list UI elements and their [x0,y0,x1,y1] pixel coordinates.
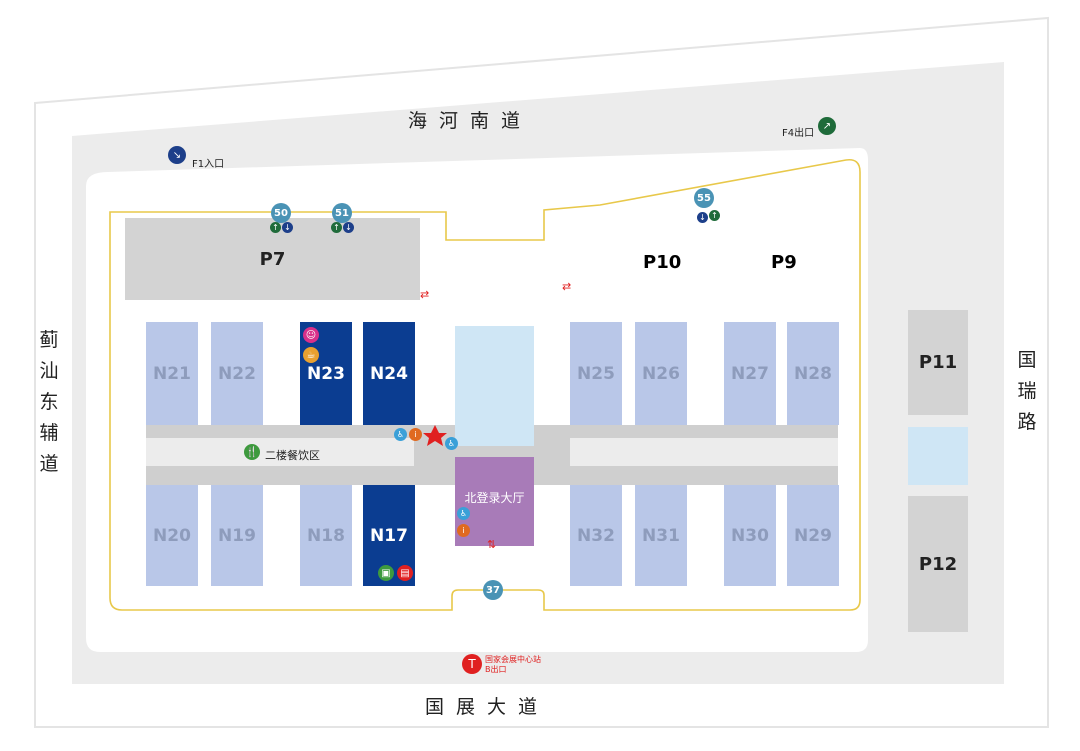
hall-n19[interactable]: N19 [211,485,263,586]
hall-n25[interactable]: N25 [570,322,622,425]
parking-p10[interactable]: P10 [643,252,682,273]
you-are-here-star [423,425,447,446]
hall-n21[interactable]: N21 [146,322,198,425]
info-icon: i [409,428,422,441]
bus-stop-55[interactable]: 55 [694,188,714,208]
restaurant-icon: 🍴 [244,444,260,460]
service-desk-icon: ☺ [303,327,319,343]
hall-n28[interactable]: N28 [787,322,839,425]
escalator-icon: ⇄ [420,288,430,301]
hall-n18[interactable]: N18 [300,485,352,586]
hall-n20[interactable]: N20 [146,485,198,586]
down-arrow-icon: ↓ [697,212,708,223]
shuttle-route [109,158,861,611]
hall-n30[interactable]: N30 [724,485,776,586]
up-arrow-icon: ↑ [270,222,281,233]
restroom-icon: ♿ [457,507,470,520]
up-arrow-icon: ↑ [709,210,720,221]
escalator-icon: ⇄ [562,280,572,293]
parking-p12[interactable]: P12 [908,496,968,632]
hall-n27[interactable]: N27 [724,322,776,425]
ticket-icon: ▤ [397,565,413,581]
info-icon: i [457,524,470,537]
exit-arrow-icon: ↗ [818,117,836,135]
hall-n31[interactable]: N31 [635,485,687,586]
metro-exit-name: B出口 [485,665,507,674]
parking-p11[interactable]: P11 [908,310,968,415]
gift-icon: ▣ [378,565,394,581]
gate-entry-label[interactable]: F1入口 [192,159,225,170]
bus-stop-51[interactable]: 51 [332,203,352,223]
cafe-icon: ☕ [303,347,319,363]
escalator-icon: ⇅ [487,538,497,551]
metro-station-name: 国家会展中心站 [485,655,541,664]
parking-p9[interactable]: P9 [771,252,797,273]
metro-icon: T [462,654,482,674]
gate-exit-label[interactable]: F4出口 [782,128,815,139]
hall-n32[interactable]: N32 [570,485,622,586]
hall-n29[interactable]: N29 [787,485,839,586]
dining-label: 二楼餐饮区 [265,449,320,462]
restroom-icon: ♿ [394,428,407,441]
down-arrow-icon: ↓ [343,222,354,233]
road-north: 海河南道 [408,110,533,132]
bus-stop-50[interactable]: 50 [271,203,291,223]
parking-p7[interactable]: P7 [125,218,420,300]
entry-arrow-icon: ↘ [168,146,186,164]
road-west: 蓟汕东辅道 [39,329,59,475]
area-center-light [455,326,534,446]
bus-stop-37[interactable]: 37 [483,580,503,600]
restroom-icon: ♿ [445,437,458,450]
road-east: 国瑞路 [1017,349,1037,433]
down-arrow-icon: ↓ [282,222,293,233]
hall-n26[interactable]: N26 [635,322,687,425]
hall-n24[interactable]: N24 [363,322,415,425]
road-south: 国展大道 [425,696,550,718]
hall-n22[interactable]: N22 [211,322,263,425]
metro-station-label[interactable]: 国家会展中心站 B出口 [485,655,541,675]
up-arrow-icon: ↑ [331,222,342,233]
area-east-light [908,427,968,485]
